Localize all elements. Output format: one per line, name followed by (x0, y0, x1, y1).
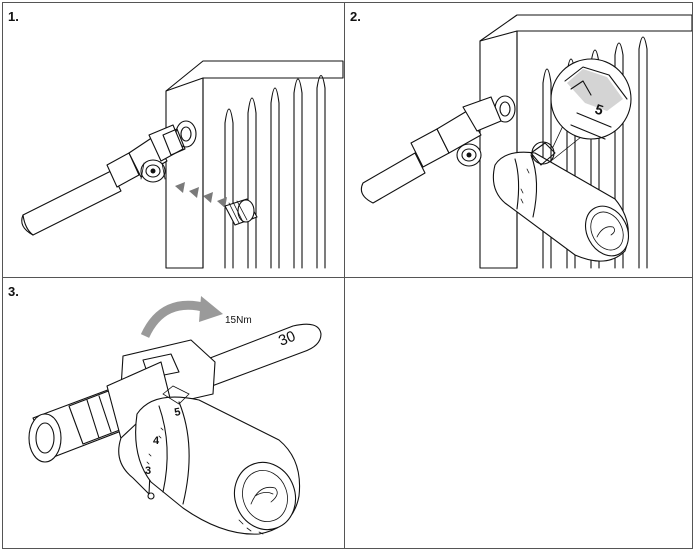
zoom-callout: 5 (531, 58, 632, 165)
step-3-illustration: 15Nm 30 (28, 296, 322, 535)
panel-step-1: 1. (3, 3, 344, 277)
panel-step-2: 2. (345, 3, 692, 277)
valve-body (410, 96, 502, 168)
panel-empty (345, 278, 692, 548)
supply-pipe (360, 152, 426, 204)
direction-arrows (175, 182, 227, 208)
sensor-head (492, 142, 630, 262)
panel-step-3: 3. 15Nm 30 (3, 278, 344, 548)
rotation-arrow-icon (140, 296, 223, 338)
protection-cap (224, 198, 258, 226)
sensor-head: 5 4 3 (135, 385, 301, 535)
torque-label: 15Nm (225, 315, 252, 326)
step-2-illustration: 5 (360, 14, 692, 269)
step-3-number: 3. (8, 284, 19, 299)
radiator (165, 60, 344, 269)
scale-mark-5: 5 (173, 406, 181, 419)
step-1-illustration (21, 60, 344, 269)
wrench-size-label: 30 (276, 328, 298, 350)
valve-body (106, 124, 186, 188)
step-2-number: 2. (350, 9, 361, 24)
scale-mark-4: 4 (153, 435, 160, 447)
supply-pipe (21, 170, 122, 236)
scale-mark-3: 3 (145, 465, 151, 477)
step-1-number: 1. (8, 9, 19, 24)
